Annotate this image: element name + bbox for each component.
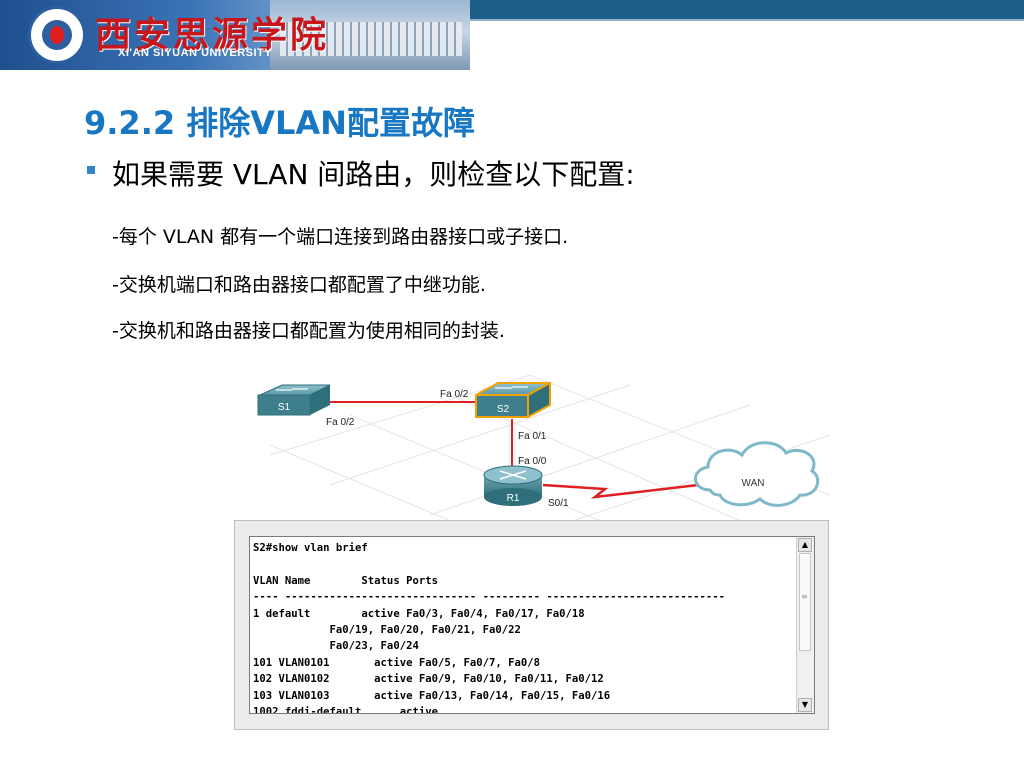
terminal-line: ---- ------------------------------ ----… (253, 591, 725, 604)
network-diagram: S1 S2 R1 WAN Fa 0/2 Fa 0/2 Fa 0/1 Fa 0/0… (257, 375, 830, 525)
top-bar (470, 0, 1024, 19)
sub-item-3: -交换机和路由器接口都配置为使用相同的封装. (112, 320, 505, 342)
school-name-en: XI'AN SIYUAN UNIVERSITY (118, 47, 273, 59)
top-bar-divider (470, 19, 1024, 21)
terminal-line: Fa0/19, Fa0/20, Fa0/21, Fa0/22 (253, 624, 521, 637)
terminal-text: S2#show vlan brief VLAN Name Status Port… (253, 540, 794, 713)
port-label-r1-s01: S0/1 (548, 498, 569, 509)
port-label-s2-fa02: Fa 0/2 (440, 389, 469, 400)
terminal-line: S2#show vlan brief (253, 542, 368, 554)
wan-label: WAN (742, 478, 765, 489)
router-r1[interactable]: R1 (483, 465, 543, 506)
university-logo (28, 6, 86, 64)
sub-item-2: -交换机端口和路由器接口都配置了中继功能. (112, 274, 486, 296)
terminal-line: 101 VLAN0101 active Fa0/5, Fa0/7, Fa0/8 (253, 656, 541, 669)
terminal-output[interactable]: S2#show vlan brief VLAN Name Status Port… (249, 536, 815, 714)
terminal-window: S2#show vlan brief VLAN Name Status Port… (234, 520, 829, 730)
switch-s2[interactable]: S2 (475, 381, 551, 419)
school-name-cn: 西安思源学院 (95, 14, 330, 56)
terminal-line: 1 default active Fa0/3, Fa0/4, Fa0/17, F… (253, 607, 585, 620)
campus-photo (270, 0, 470, 70)
s2-label: S2 (497, 404, 510, 415)
terminal-line: VLAN Name Status Ports (253, 574, 438, 587)
port-label-s2-fa01: Fa 0/1 (518, 431, 547, 442)
terminal-line: 1002 fddi-default active (253, 706, 438, 713)
sub-item-1: -每个 VLAN 都有一个端口连接到路由器接口或子接口. (112, 226, 569, 248)
link-r1-wan (542, 483, 699, 499)
header-banner: 西安思源学院 XI'AN SIYUAN UNIVERSITY (0, 0, 470, 70)
port-label-r1-fa00: Fa 0/0 (518, 456, 547, 467)
terminal-line: Fa0/23, Fa0/24 (253, 640, 419, 653)
r1-label: R1 (507, 493, 520, 504)
bullet-marker (87, 166, 95, 174)
terminal-line: 102 VLAN0102 active Fa0/9, Fa0/10, Fa0/1… (253, 673, 604, 686)
wan-cloud: WAN (694, 441, 820, 507)
scroll-thumb[interactable] (799, 553, 811, 651)
bullet-text: 如果需要 VLAN 间路由，则检查以下配置: (112, 158, 635, 191)
scroll-up-button[interactable]: ▲ (798, 538, 812, 552)
scroll-down-button[interactable]: ▼ (798, 698, 812, 712)
terminal-line (253, 556, 794, 572)
slide-title: 9.2.2 排除VLAN配置故障 (84, 104, 475, 142)
s1-label: S1 (278, 402, 291, 413)
switch-s1[interactable]: S1 (257, 384, 331, 416)
port-label-s1-fa02: Fa 0/2 (326, 417, 355, 428)
terminal-scrollbar[interactable]: ▲ ▼ (796, 537, 814, 713)
terminal-line: 103 VLAN0103 active Fa0/13, Fa0/14, Fa0/… (253, 689, 611, 702)
